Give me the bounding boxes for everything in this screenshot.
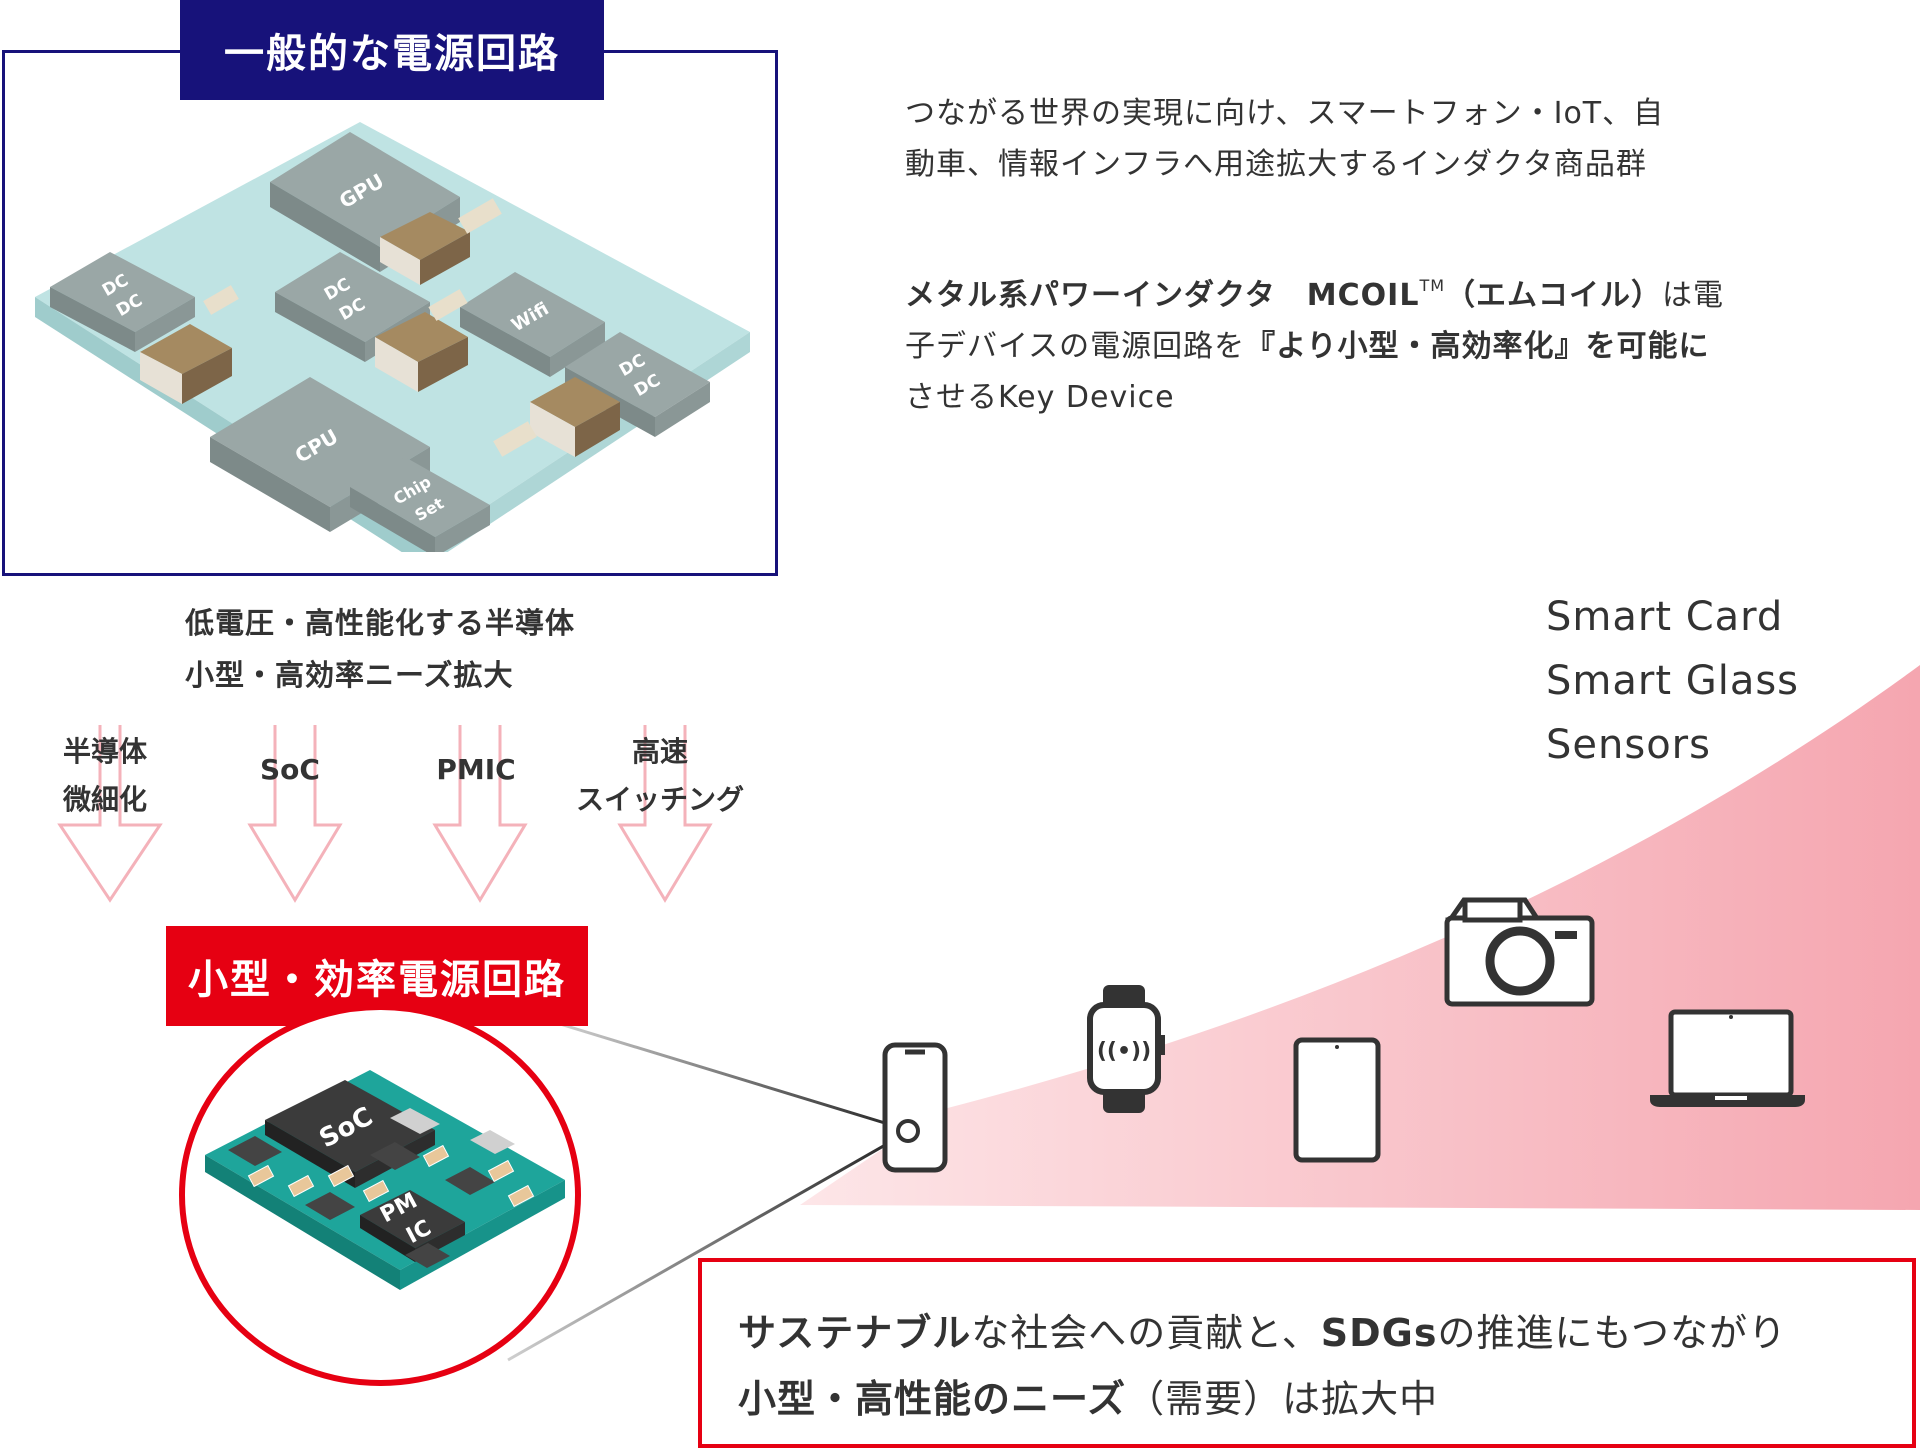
device-list: Smart Card Smart Glass Sensors	[1546, 585, 1799, 777]
factor-pmic: PMIC	[376, 746, 576, 794]
chip-chipset: Chip Set	[350, 457, 490, 552]
message-bold-1: サステナブル	[738, 1311, 972, 1355]
arrow-2	[247, 725, 343, 903]
laptop-icon	[1650, 1009, 1805, 1107]
factor-arrows	[57, 725, 713, 903]
factor-high-speed-switching: 高速 スイッチング	[560, 728, 760, 824]
factor-4-line-2: スイッチング	[575, 783, 744, 816]
inductor-3	[140, 324, 232, 404]
small-circuit-circle: SoC PM IC	[179, 1004, 581, 1386]
chip-wifi: Wifi	[460, 272, 605, 377]
smartphone-icon	[882, 1042, 948, 1173]
inductor-1	[380, 212, 470, 285]
semiconductor-needs: 低電圧・高性能化する半導体 小型・高効率ニーズ拡大	[185, 597, 575, 701]
desc-product-line: メタル系パワーインダクタ MCOILTM（エムコイル）は電	[905, 260, 1805, 321]
desc-line-2: 動車、情報インフラへ用途拡大するインダクタ商品群	[905, 147, 1647, 182]
mid-line-2: 小型・高効率ニーズ拡大	[185, 658, 514, 692]
desc-tm: TM	[1419, 276, 1446, 295]
tablet-icon	[1293, 1037, 1381, 1163]
sustainability-message: サステナブルな社会への貢献と、SDGsの推進にもつながり 小型・高性能のニーズ（…	[698, 1258, 1916, 1448]
general-circuit-board: GPU DC DC DC DC Wifi DC DC CPU	[35, 122, 750, 552]
inductor-2	[375, 312, 468, 392]
message-text-1: な社会への貢献と、	[971, 1311, 1321, 1355]
factor-soc: SoC	[190, 746, 390, 794]
desc-line-5: させるKey Device	[905, 380, 1175, 415]
factor-2-line-1: SoC	[260, 753, 320, 786]
chip-gpu: GPU	[270, 132, 460, 272]
factor-1-line-1: 半導体	[62, 735, 147, 768]
inductor-4	[530, 377, 620, 457]
device-smart-glass: Smart Glass	[1546, 658, 1800, 704]
smartwatch-icon: ((•))	[1087, 985, 1165, 1113]
svg-text:((•)): ((•))	[1097, 1039, 1151, 1064]
factor-4-line-1: 高速	[631, 735, 688, 768]
message-line-1: サステナブルな社会への貢献と、SDGsの推進にもつながり	[738, 1300, 1876, 1366]
device-smart-card: Smart Card	[1546, 594, 1784, 640]
mid-line-1: 低電圧・高性能化する半導体	[185, 606, 576, 640]
general-circuit-title: 一般的な電源回路	[180, 0, 604, 100]
message-text-3: （需要）は拡大中	[1126, 1377, 1439, 1421]
factor-1-line-2: 微細化	[62, 783, 147, 816]
device-sensors: Sensors	[1546, 722, 1711, 768]
message-bold-3: 小型・高性能のニーズ	[738, 1377, 1127, 1421]
arrow-3	[432, 725, 528, 903]
message-text-2: の推進にもつながり	[1437, 1311, 1787, 1355]
message-line-2: 小型・高性能のニーズ（需要）は拡大中	[738, 1366, 1876, 1432]
desc-line-4-a: 子デバイスの電源回路を	[905, 329, 1246, 364]
factor-3-line-1: PMIC	[436, 753, 516, 786]
desc-product-name: メタル系パワーインダクタ MCOIL	[905, 278, 1420, 313]
desc-line-1: つながる世界の実現に向け、スマートフォン・IoT、自	[905, 96, 1665, 131]
desc-line-4-bold: 『より小型・高効率化』を可能に	[1245, 329, 1710, 364]
factor-miniaturization: 半導体 微細化	[5, 728, 205, 824]
arrow-1	[57, 725, 163, 903]
camera-icon	[1444, 897, 1595, 1007]
desc-line-4: 子デバイスの電源回路を『より小型・高効率化』を可能に	[905, 321, 1805, 372]
desc-product-tail: （エムコイル）	[1445, 278, 1663, 313]
desc-plain-1: は電	[1662, 278, 1725, 313]
chip-dcdc-left: DC DC	[50, 252, 195, 352]
description: つながる世界の実現に向け、スマートフォン・IoT、自 動車、情報インフラへ用途拡…	[905, 88, 1805, 423]
arrow-4	[617, 725, 713, 903]
message-bold-2: SDGs	[1320, 1311, 1438, 1355]
